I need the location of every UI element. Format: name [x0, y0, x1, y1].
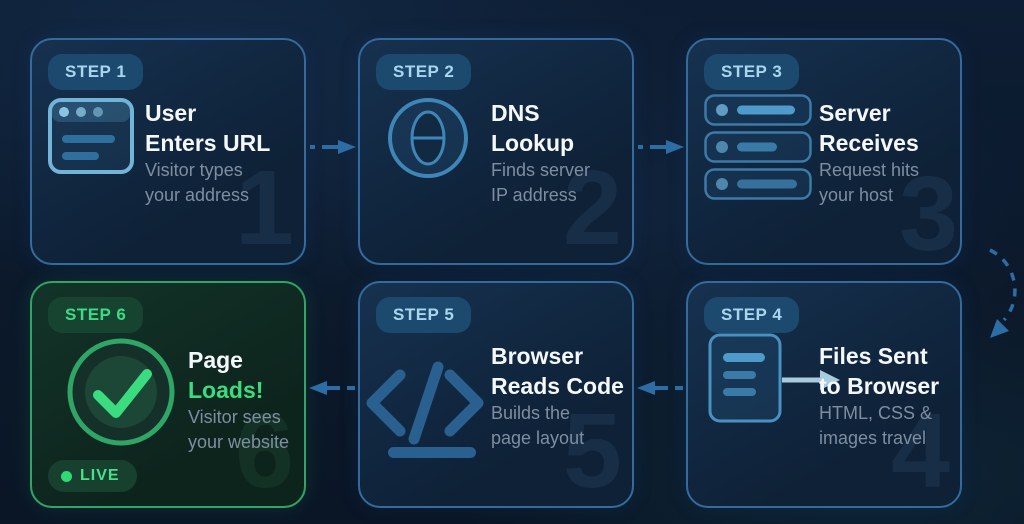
step-1-subtitle-line-2: your address	[145, 185, 250, 205]
document-file-icon	[708, 333, 782, 428]
step-5-subtitle-line-2: page layout	[491, 428, 585, 448]
check-circle-icon	[66, 337, 176, 452]
dashed-arrow-right-icon	[309, 139, 356, 160]
file-transfer-arrow-icon	[782, 369, 840, 396]
step-3-title-line-1: Server	[819, 100, 891, 126]
step-4-title-line-1: Files Sent	[819, 343, 928, 369]
step-6-subtitle-line-2: your website	[188, 432, 290, 452]
server-stack-icon	[704, 94, 812, 205]
step-2-card: STEP 2 2 DNS Lookup Finds server IP addr…	[358, 38, 634, 265]
step-3-title-line-2: Receives	[819, 130, 919, 156]
step-3-subtitle-line-2: your host	[819, 185, 894, 205]
step-6-badge: STEP 6	[48, 297, 144, 333]
live-dot-icon	[61, 470, 72, 482]
step-5-badge: STEP 5	[376, 297, 472, 333]
globe-icon	[386, 96, 470, 185]
step-2-badge: STEP 2	[376, 54, 472, 90]
browser-window-icon	[48, 98, 134, 179]
step-6-subtitle-line-1: Visitor sees	[188, 407, 281, 427]
step-2-subtitle-line-1: Finds server	[491, 160, 591, 180]
step-6-card: STEP 6 6 Page Loads! Visitor sees your w…	[30, 281, 306, 508]
step-5-card: STEP 5 5 Browser Reads Code Builds the p…	[358, 281, 634, 508]
live-badge-label: LIVE	[80, 467, 120, 484]
dashed-arrow-left-icon	[637, 380, 684, 401]
step-4-card: STEP 4 4 Files Sent to Browser HTML, CSS…	[686, 281, 962, 508]
step-1-title-line-2: Enters URL	[145, 130, 271, 156]
step-1-card: STEP 1 1 User Enters URL Visitor types y…	[30, 38, 306, 265]
dashed-arrow-left-icon	[309, 380, 356, 401]
step-1-subtitle-line-1: Visitor types	[145, 160, 243, 180]
step-2-title-line-1: DNS	[491, 100, 540, 126]
step-5-title-line-2: Reads Code	[491, 373, 624, 399]
curved-dashed-arrow-icon	[982, 248, 1024, 347]
step-2-title-line-2: Lookup	[491, 130, 575, 156]
step-4-badge: STEP 4	[704, 297, 800, 333]
step-1-badge: STEP 1	[48, 54, 144, 90]
step-4-subtitle-line-2: images travel	[819, 428, 927, 448]
step-6-title-line-1: Page	[188, 347, 243, 373]
code-brackets-icon	[362, 361, 490, 464]
step-3-subtitle-line-1: Request hits	[819, 160, 920, 180]
step-5-title-line-1: Browser	[491, 343, 584, 369]
step-6-title-line-2: Loads!	[188, 377, 264, 403]
step-3-card: STEP 3 3 Server Receives Request hits yo…	[686, 38, 962, 265]
step-4-subtitle-line-1: HTML, CSS &	[819, 403, 933, 423]
live-badge: LIVE	[48, 460, 137, 492]
step-5-subtitle-line-1: Builds the	[491, 403, 571, 423]
step-4-title-line-2: to Browser	[819, 373, 940, 399]
step-3-badge: STEP 3	[704, 54, 800, 90]
dashed-arrow-right-icon	[637, 139, 684, 160]
step-1-title-line-1: User	[145, 100, 197, 126]
step-2-subtitle-line-2: IP address	[491, 185, 577, 205]
